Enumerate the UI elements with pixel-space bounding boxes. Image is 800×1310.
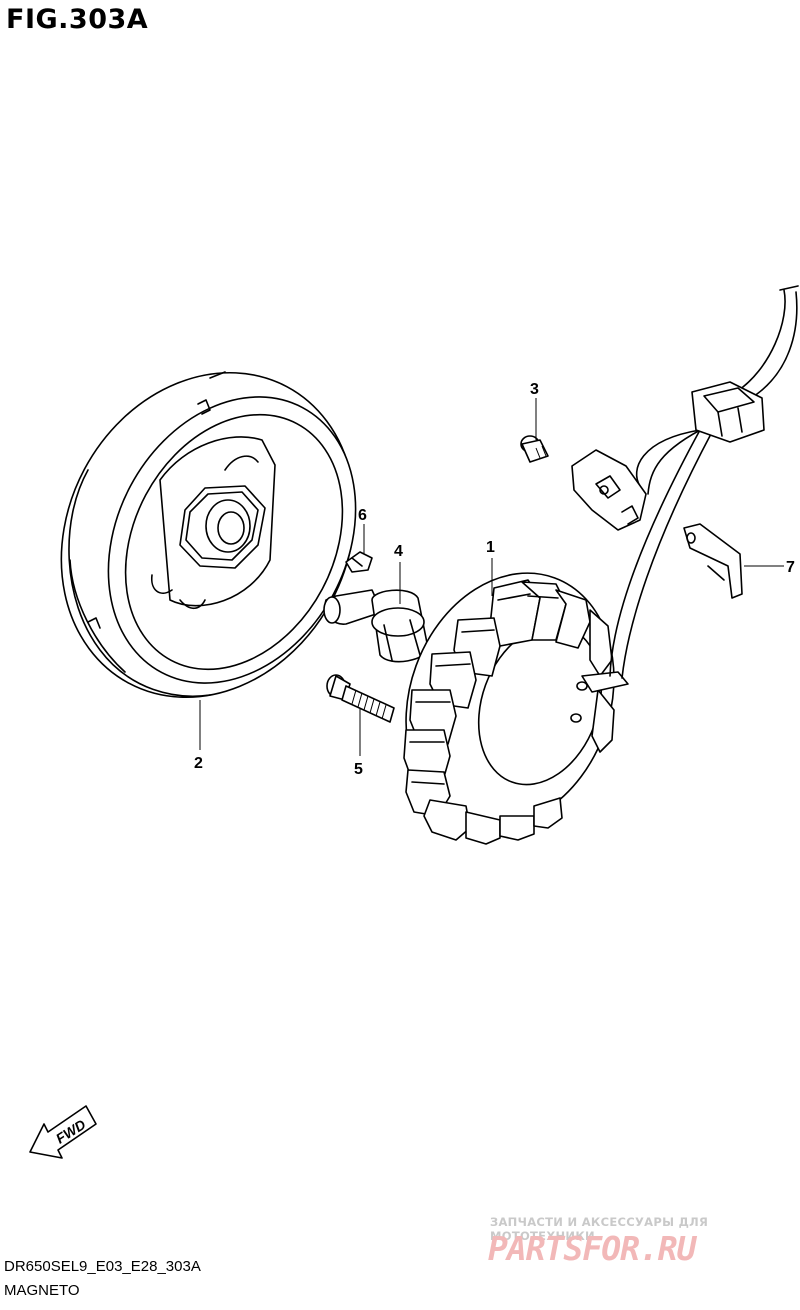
diagram-code: DR650SEL9_E03_E28_303A [4,1258,201,1275]
flywheel-rotor[interactable] [6,321,411,749]
wire-harness [609,285,799,679]
diagram-name: MAGNETO [4,1282,80,1299]
rotor-bolt[interactable] [323,589,429,663]
callout-1[interactable]: 1 [486,539,495,556]
callout-6[interactable]: 6 [358,507,367,524]
pickup-coil[interactable] [571,449,647,531]
callout-2[interactable]: 2 [194,755,203,772]
callout-leaders [199,398,784,756]
pickup-screw[interactable] [520,435,549,463]
fwd-arrow-icon: FWD [29,1105,97,1159]
callout-3[interactable]: 3 [530,381,539,398]
harness-grommet [691,381,765,443]
callout-5[interactable]: 5 [354,761,363,778]
stator-coil[interactable] [372,544,649,857]
watermark-brand: PARTSFOR.RU [488,1229,697,1268]
figure-title: FIG.303A [6,4,149,35]
watermark-tagline: ЗАПЧАСТИ И АКСЕССУАРЫ ДЛЯ МОТОТЕХНИКИ [490,1215,709,1243]
woodruff-key[interactable] [345,551,373,573]
stator-screw[interactable] [326,674,395,723]
callout-4[interactable]: 4 [394,543,403,560]
harness-clamp[interactable] [683,523,743,599]
callout-7[interactable]: 7 [786,559,795,576]
